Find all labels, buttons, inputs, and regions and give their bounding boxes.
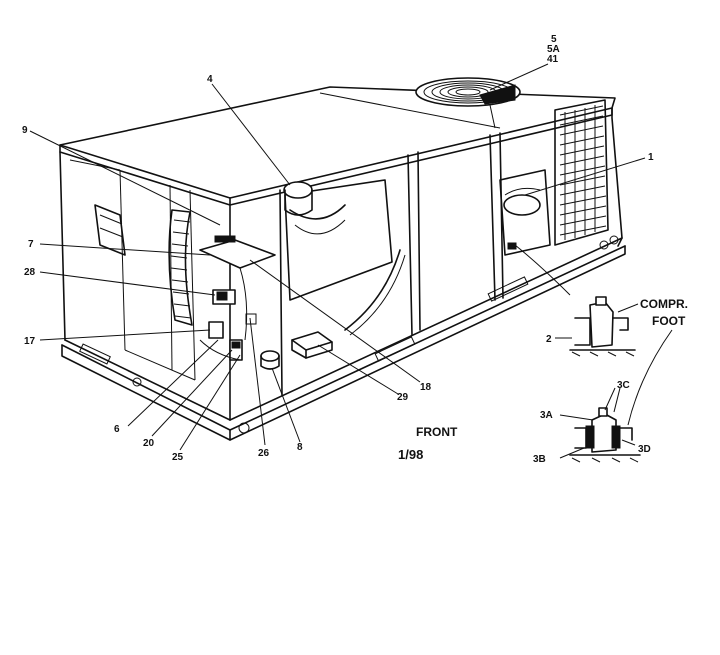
label-18: 18 [420,382,432,393]
label-3b: 3B [533,454,546,465]
caption-compr: COMPR. [640,297,688,311]
leader-lines [29,63,646,451]
label-17: 17 [24,336,36,347]
label-3c: 3C [617,380,630,391]
caption-foot: FOOT [652,314,686,328]
caption-date: 1/98 [398,447,423,462]
label-28: 28 [24,267,36,278]
label-26: 26 [258,448,270,459]
unit-cabinet [59,86,626,441]
control-components [199,235,333,370]
label-7: 7 [28,239,34,250]
label-41: 41 [547,54,559,65]
label-4: 4 [207,74,213,85]
label-25: 25 [172,452,184,463]
part-labels: 5 5A 41 4 9 1 7 28 17 6 20 25 26 8 29 18… [22,34,654,465]
captions: COMPR. FOOT FRONT 1/98 [398,297,688,462]
condenser-coil [554,99,609,246]
label-9: 9 [22,125,28,136]
label-20: 20 [143,438,155,449]
condenser-fan [415,77,521,107]
label-5: 5 [551,34,557,45]
label-6: 6 [114,424,120,435]
compr-foot-detail-lower [559,387,641,463]
label-29: 29 [397,392,409,403]
compressor [499,169,551,256]
evaporator-coil [94,204,193,326]
label-3d: 3D [638,444,651,455]
label-2: 2 [546,334,552,345]
blower-housing [283,179,406,336]
compr-foot-detail-upper [555,296,673,426]
label-1: 1 [648,152,654,163]
label-8: 8 [297,442,303,453]
label-3a: 3A [540,410,553,421]
label-5a: 5A [547,44,560,55]
caption-front: FRONT [416,425,458,439]
